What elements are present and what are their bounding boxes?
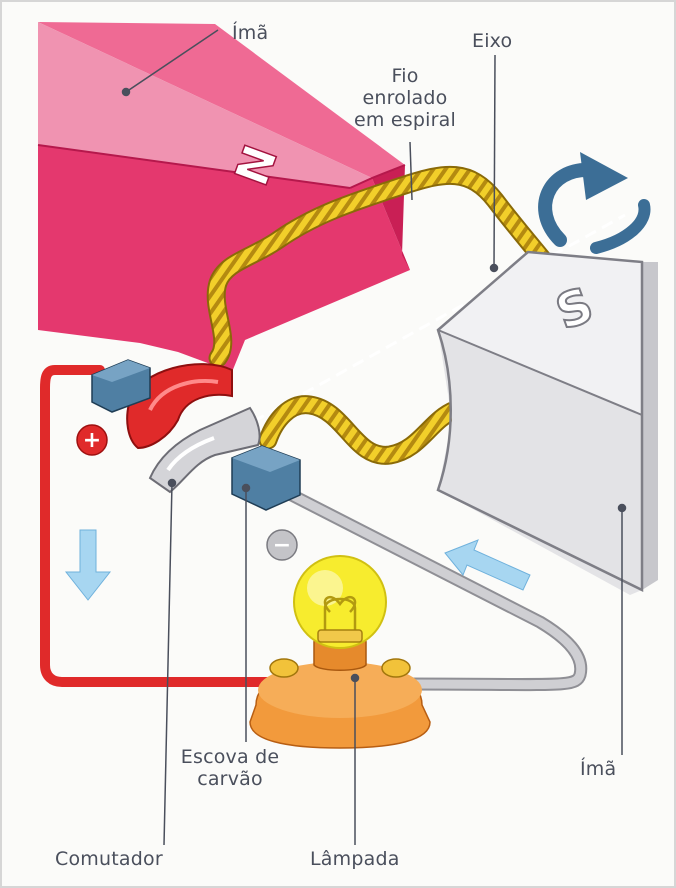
negative-terminal-badge: − [267, 530, 297, 560]
rotation-arrow-icon [545, 152, 644, 248]
current-arrow-down-icon [66, 530, 110, 600]
label-ima-right: Ímã [580, 758, 616, 780]
label-fio-enrolado: Fio enrolado em espiral [345, 65, 465, 131]
label-ima-top: Ímã [232, 22, 268, 44]
negative-sign: − [273, 533, 291, 558]
label-escova-line-1: Escova de [170, 746, 290, 768]
label-eixo: Eixo [472, 30, 512, 52]
positive-sign: + [83, 428, 101, 453]
label-fio-line-3: em espiral [345, 109, 465, 131]
positive-terminal-badge: + [77, 425, 107, 455]
label-comutador: Comutador [55, 848, 163, 870]
label-lampada: Lâmpada [310, 848, 400, 870]
lamp [250, 556, 430, 748]
label-escova-line-2: carvão [170, 768, 290, 790]
label-escova-de-carvao: Escova de carvão [170, 746, 290, 790]
label-fio-line-1: Fio [345, 65, 465, 87]
label-fio-line-2: enrolado [345, 87, 465, 109]
